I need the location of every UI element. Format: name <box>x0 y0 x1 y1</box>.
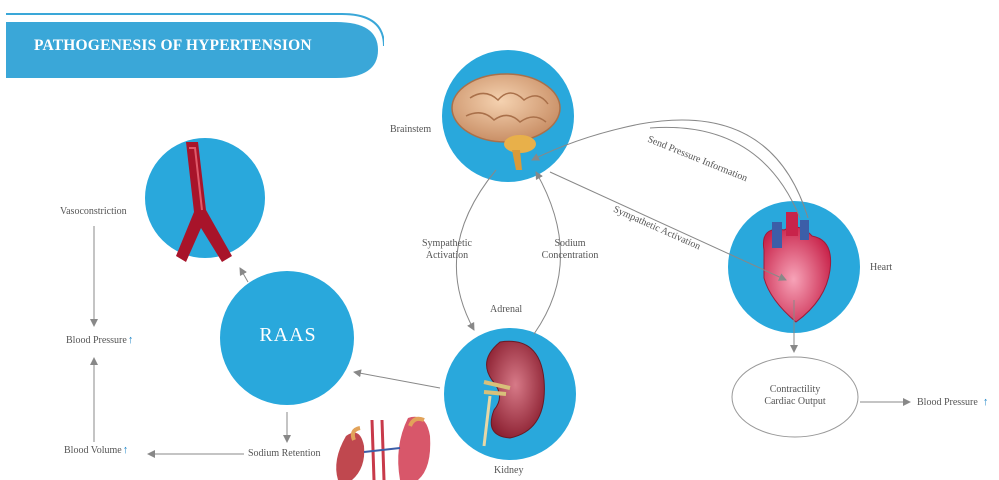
brainstem-label: Brainstem <box>390 124 431 136</box>
increase-arrow-icon: ↑ <box>128 334 134 347</box>
kidneys-illustration-icon <box>336 417 430 480</box>
arrow-kidney-to-raas <box>354 372 440 388</box>
sodium-concentration-label: Sodium Concentration <box>532 238 608 262</box>
blood-pressure-left-label: Blood Pressure↑ <box>66 334 133 347</box>
arrow-heart-to-brain <box>532 120 808 218</box>
blood-volume-label: Blood Volume↑ <box>64 444 128 457</box>
arrow-raas-to-vessel <box>240 268 248 282</box>
heart-label: Heart <box>870 262 892 274</box>
increase-arrow-icon: ↑ <box>983 396 989 409</box>
sympathetic-activation-left-label: Sympathetic Activation <box>412 238 482 262</box>
vasoconstriction-label: Vasoconstriction <box>60 206 127 218</box>
increase-arrow-icon: ↑ <box>123 444 129 457</box>
vessel-node <box>145 138 265 258</box>
raas-label: RAAS <box>222 324 354 347</box>
kidney-label: Kidney <box>494 465 523 477</box>
blood-pressure-right-label: Blood Pressure↑ <box>917 396 988 409</box>
contractility-label: Contractility Cardiac Output <box>745 384 845 408</box>
sodium-retention-label: Sodium Retention <box>248 448 321 460</box>
adrenal-label: Adrenal <box>490 304 522 316</box>
